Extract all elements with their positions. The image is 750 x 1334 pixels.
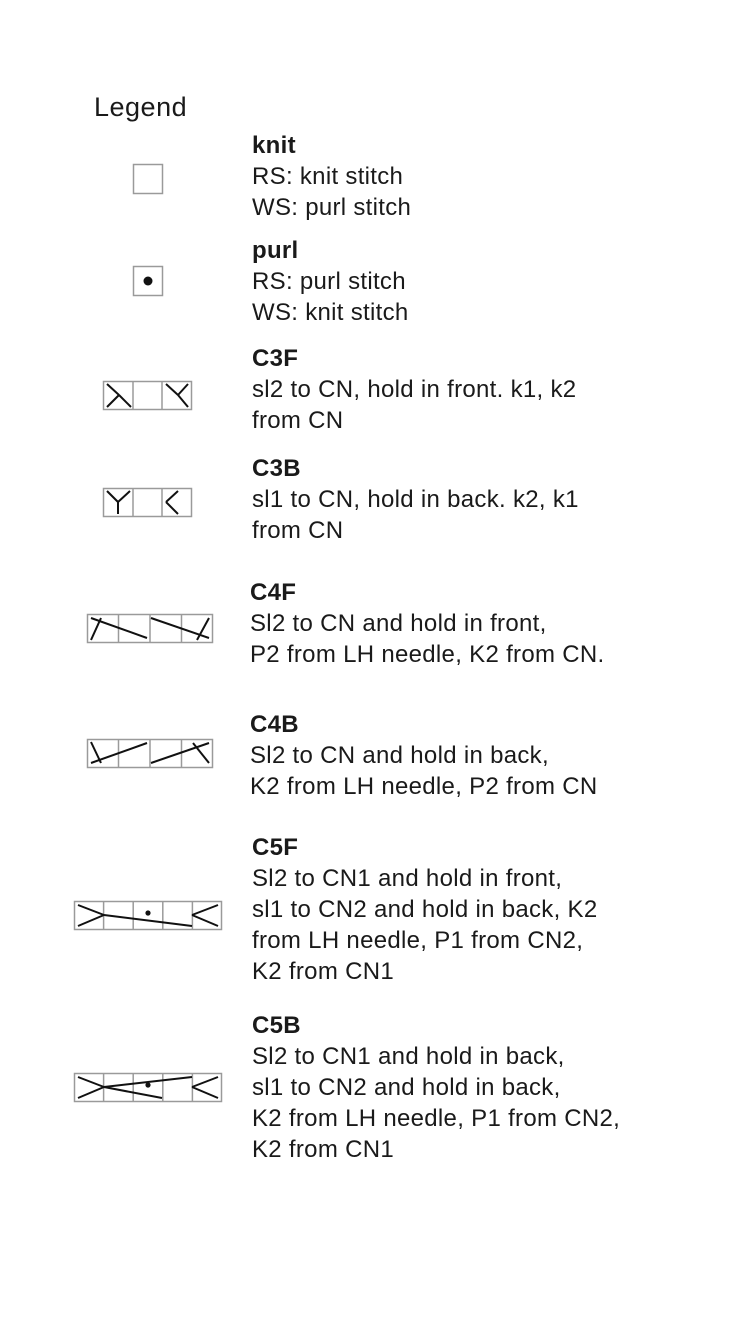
entry-name: C3F (252, 345, 299, 372)
entry-name: C4B (250, 711, 299, 738)
entry-line: WS: purl stitch (252, 194, 412, 221)
entry-line: sl1 to CN2 and hold in back, (252, 1074, 561, 1101)
entry-line: sl1 to CN2 and hold in back, K2 (252, 896, 598, 923)
entry-line: Sl2 to CN1 and hold in back, (252, 1043, 565, 1070)
c5f-cable-symbol-icon (73, 900, 223, 931)
legend-entry-c4b: C4B Sl2 to CN and hold in back, K2 from … (250, 709, 720, 802)
legend-entry-c5f: C5F Sl2 to CN1 and hold in front, sl1 to… (252, 832, 722, 987)
entry-name: knit (252, 132, 296, 159)
entry-line: from CN (252, 407, 344, 434)
entry-line: Sl2 to CN1 and hold in front, (252, 865, 563, 892)
entry-name: C5B (252, 1012, 301, 1039)
entry-line: K2 from CN1 (252, 1136, 395, 1163)
legend-entry-purl: purl RS: purl stitch WS: knit stitch (252, 235, 722, 328)
entry-name: purl (252, 237, 299, 264)
c3f-cable-symbol-icon (102, 380, 193, 411)
entry-line: Sl2 to CN and hold in front, (250, 610, 547, 637)
entry-line: P2 from LH needle, K2 from CN. (250, 641, 605, 668)
entry-line: sl2 to CN, hold in front. k1, k2 (252, 376, 577, 403)
entry-line: RS: knit stitch (252, 163, 404, 190)
entry-line: sl1 to CN, hold in back. k2, k1 (252, 486, 579, 513)
entry-line: WS: knit stitch (252, 299, 409, 326)
entry-line: from LH needle, P1 from CN2, (252, 927, 584, 954)
entry-line: Sl2 to CN and hold in back, (250, 742, 549, 769)
legend-entry-c4f: C4F Sl2 to CN and hold in front, P2 from… (250, 577, 720, 670)
entry-line: K2 from CN1 (252, 958, 395, 985)
c4b-cable-symbol-icon (86, 738, 214, 769)
c4f-cable-symbol-icon (86, 613, 214, 644)
knit-symbol-icon (132, 163, 164, 195)
c3b-cable-symbol-icon (102, 487, 193, 518)
legend-title: Legend (94, 92, 188, 122)
legend-entry-knit: knit RS: knit stitch WS: purl stitch (252, 130, 722, 223)
legend-entry-c3b: C3B sl1 to CN, hold in back. k2, k1 from… (252, 453, 722, 546)
entry-line: K2 from LH needle, P1 from CN2, (252, 1105, 621, 1132)
purl-symbol-icon (132, 265, 164, 297)
entry-line: RS: purl stitch (252, 268, 406, 295)
entry-name: C5F (252, 834, 299, 861)
entry-line: K2 from LH needle, P2 from CN (250, 773, 598, 800)
entry-name: C4F (250, 579, 297, 606)
legend-entry-c3f: C3F sl2 to CN, hold in front. k1, k2 fro… (252, 343, 722, 436)
entry-line: from CN (252, 517, 344, 544)
c5b-cable-symbol-icon (73, 1072, 223, 1103)
legend-entry-c5b: C5B Sl2 to CN1 and hold in back, sl1 to … (252, 1010, 722, 1165)
entry-name: C3B (252, 455, 301, 482)
